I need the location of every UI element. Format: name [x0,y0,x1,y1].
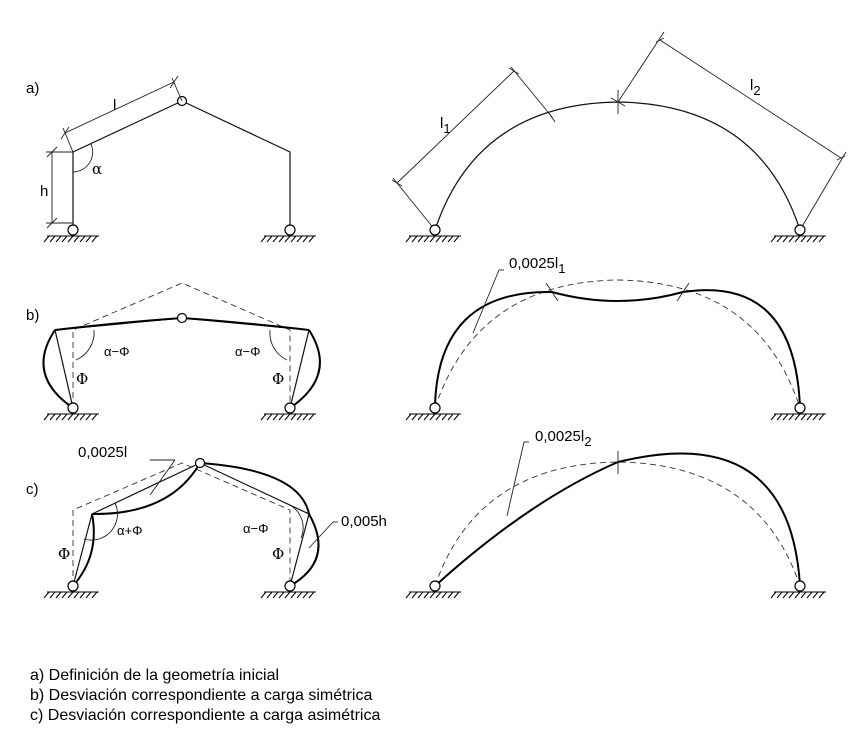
angle-c-right: α−Φ [243,521,268,536]
phi-b-left: Φ [76,370,88,388]
caption-c: c) Desviación correspondiente a carga as… [30,707,381,724]
dim-l: l [113,97,116,114]
panel-b-arch: 0,0025l1 [405,255,827,421]
captions: a) Definición de la geometría inicial b)… [30,666,850,726]
panel-a-label: a) [26,80,39,97]
angle-b-left: α−Φ [104,344,129,359]
panel-b-frame: b) α−Φ α−Φ Φ Φ [26,282,321,421]
angle-b-right: α−Φ [235,344,260,359]
panel-c-arch: 0,0025l2 [405,428,827,599]
dim-l1: l1 [440,115,451,136]
dim-h: h [40,183,48,200]
phi-c-left: Φ [58,545,70,563]
dev-c-arch: 0,0025l2 [535,428,591,449]
panel-b-label: b) [26,307,39,324]
panel-a-arch: l1 l2 [391,31,847,243]
dev-b-arch: 0,0025l1 [509,255,565,276]
phi-b-right: Φ [272,370,284,388]
phi-c-right: Φ [272,545,284,563]
angle-alpha: α [92,160,102,178]
angle-c-left: α+Φ [117,523,142,538]
panel-c-frame: c) α+Φ α−Φ Φ Φ 0,0025l 0,005h [26,444,387,599]
panel-c-label: c) [26,481,39,498]
panel-a-frame: a) l h α [26,75,317,243]
caption-b: b) Desviación correspondiente a carga si… [30,687,373,704]
dev-c-frame: 0,0025l [78,444,127,461]
dev-c-col: 0,005h [341,513,387,530]
dim-l2: l2 [750,77,761,98]
caption-a: a) Definición de la geometría inicial [30,667,280,684]
